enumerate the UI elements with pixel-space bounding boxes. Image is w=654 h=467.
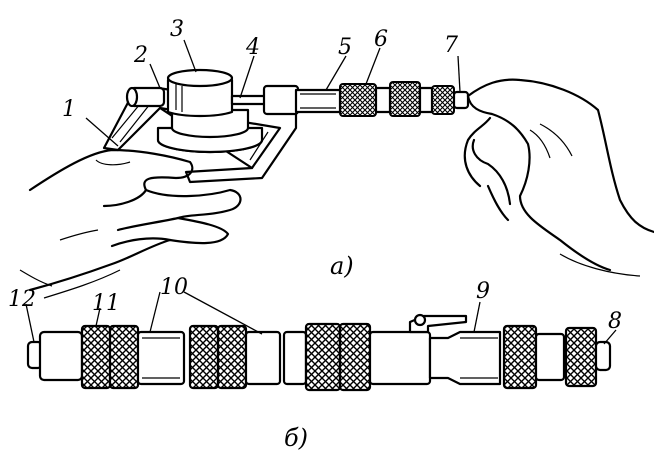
- label-part-3: 3: [170, 17, 184, 42]
- knurl-sleeve-right-a: [304, 322, 342, 392]
- caption-b: б): [284, 424, 308, 452]
- measuring-rod: [230, 84, 300, 116]
- rod-segment-10a: [136, 330, 186, 386]
- label-part-8: 8: [608, 309, 622, 334]
- end-cap-left: [26, 330, 84, 382]
- label-part-1: 1: [62, 97, 76, 122]
- ratchet-knurl: [564, 326, 598, 388]
- label-part-10: 10: [160, 275, 188, 300]
- leader-lines-a: [85, 39, 461, 147]
- label-part-12: 12: [8, 287, 36, 312]
- leader-lines-b: [25, 291, 617, 345]
- label-part-2: 2: [133, 43, 148, 68]
- label-part-11: 11: [92, 291, 120, 316]
- end-cap-right: [594, 340, 612, 372]
- left-hand: [19, 148, 242, 299]
- label-part-4: 4: [245, 35, 260, 60]
- workpiece-cylinder: [156, 68, 264, 154]
- label-part-5: 5: [338, 35, 352, 60]
- knurl-sleeve-right-b: [338, 322, 372, 392]
- knurl-sleeve-11b: [108, 324, 140, 390]
- right-hand: [463, 78, 654, 277]
- knurl-sleeve-mid-b: [216, 324, 248, 390]
- thimble-neck: [534, 332, 566, 382]
- knurl-sleeve-mid-a: [188, 324, 220, 390]
- knurl-sleeve-11a: [80, 324, 112, 390]
- label-part-7: 7: [444, 33, 458, 58]
- left-pin: [125, 86, 166, 108]
- rods-view-b: 12 11 10 9 8 б): [8, 275, 622, 452]
- label-part-6: 6: [374, 27, 388, 52]
- knurl-thimble: [502, 324, 538, 390]
- setup-view-a: 1 2 3 4 5 6 7 а): [19, 17, 654, 299]
- micrometer-head: [294, 81, 470, 117]
- caption-a: а): [330, 252, 354, 280]
- rod-segment-10b: [244, 330, 308, 386]
- micrometer-body-9: [368, 313, 502, 386]
- label-part-9: 9: [476, 279, 490, 304]
